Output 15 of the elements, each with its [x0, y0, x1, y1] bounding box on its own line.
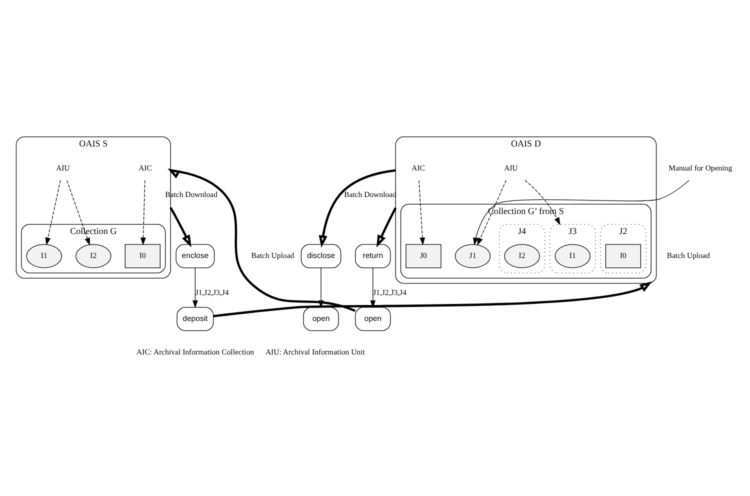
arrow [213, 281, 652, 318]
arrow [524, 180, 560, 226]
arrow [318, 268, 324, 308]
arrow [192, 268, 198, 308]
arrow [370, 268, 376, 308]
arrow [477, 180, 506, 246]
arrow [66, 180, 90, 246]
arrow [170, 207, 192, 248]
arrow [473, 180, 690, 246]
arrow [140, 180, 146, 246]
arrow [418, 180, 426, 246]
arrow [318, 169, 396, 248]
arrow [376, 207, 397, 248]
arrow [45, 180, 61, 246]
arrow [168, 168, 356, 312]
